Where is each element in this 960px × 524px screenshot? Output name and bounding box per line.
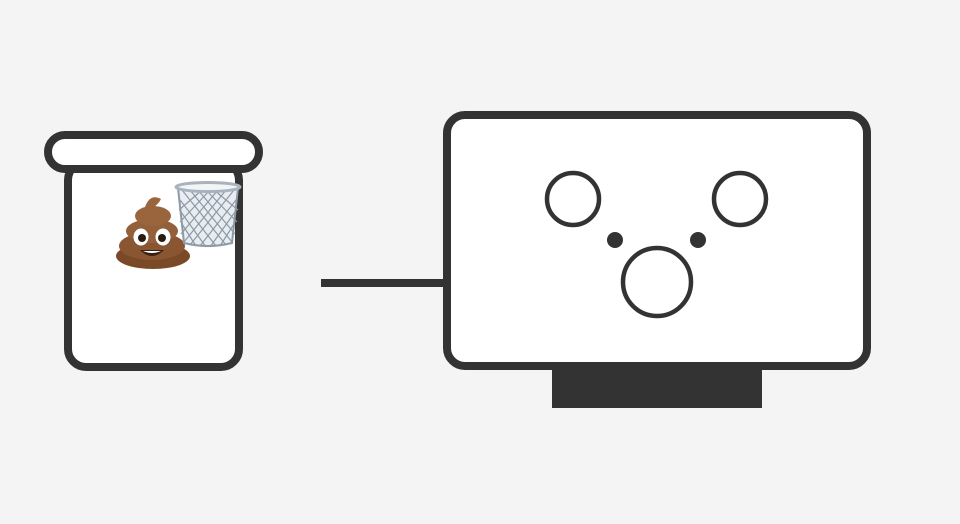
monitor-screen [443, 111, 871, 370]
container-lid [44, 131, 263, 173]
face-mouth [620, 245, 694, 319]
face-left-eye [544, 170, 602, 228]
face-left-cheek-dot [607, 232, 623, 248]
wastebasket-icon [174, 181, 242, 248]
face-right-cheek-dot [690, 232, 706, 248]
monitor [443, 111, 871, 408]
poop-emoji-icon [116, 197, 190, 269]
surprised-face-icon [544, 170, 769, 319]
face-right-eye [711, 170, 769, 228]
